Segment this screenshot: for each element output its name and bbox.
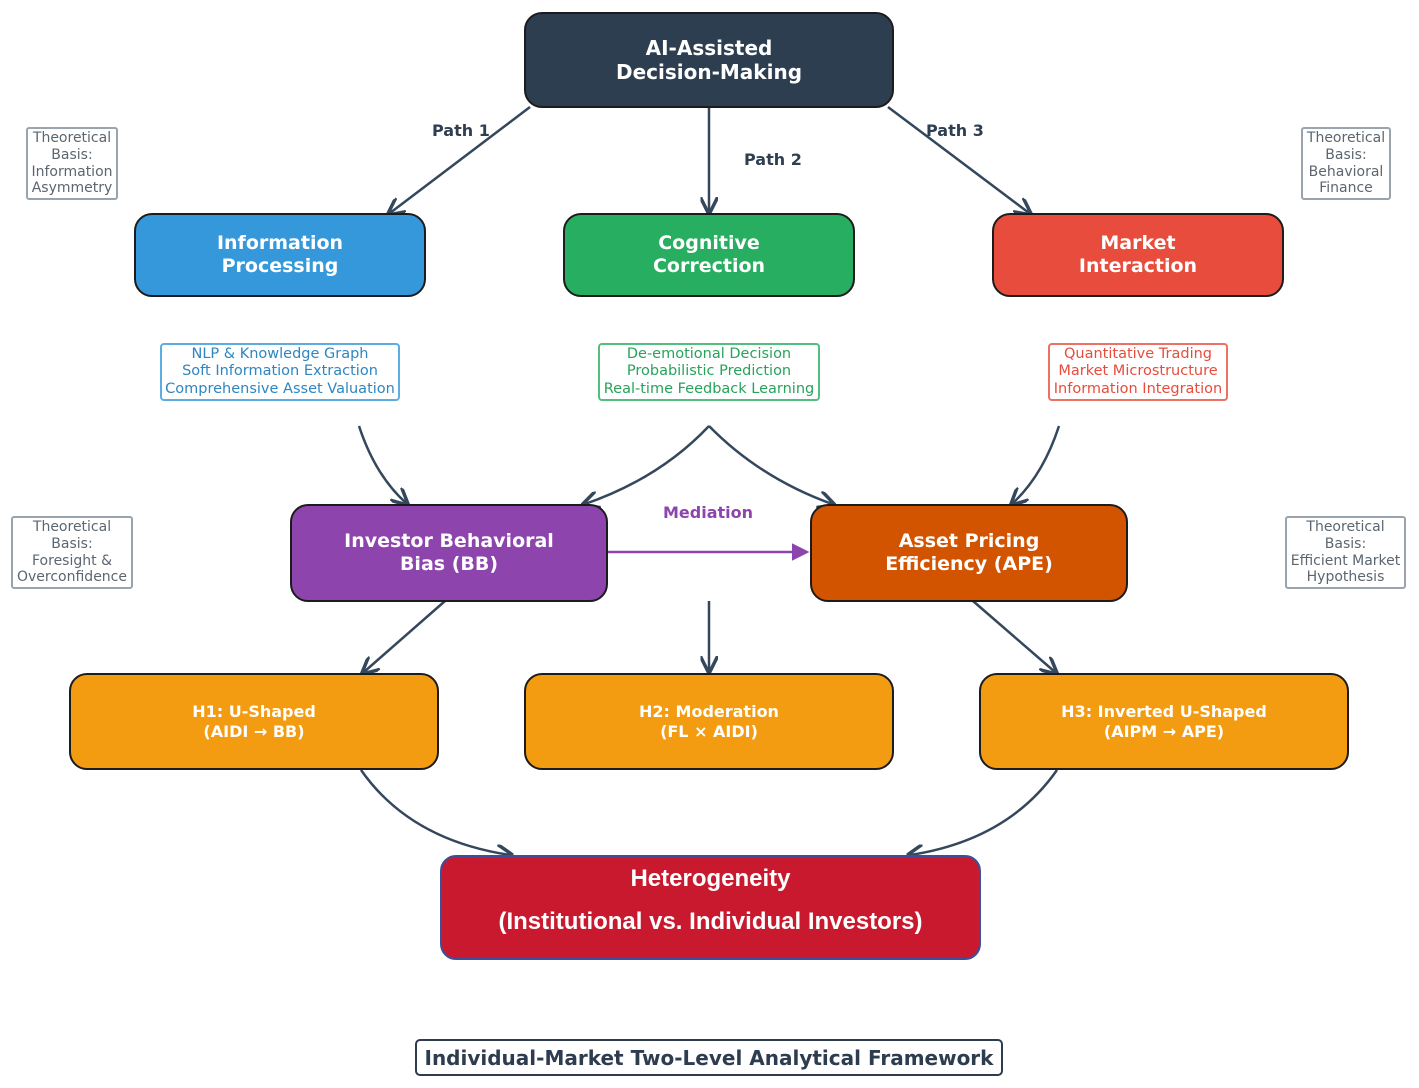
theory-text: Asymmetry <box>31 180 113 197</box>
cognitive-line2: Correction <box>652 255 766 277</box>
framework-title: Individual-Market Two-Level Analytical F… <box>415 1039 1003 1076</box>
arrow-cognitive-to-bias <box>585 425 710 504</box>
cognitive-details-box: De-emotional Decision Probabilistic Pred… <box>598 343 820 401</box>
arrow-h3-to-heterogeneity <box>910 769 1059 855</box>
heterogeneity-title: Heterogeneity <box>630 865 791 892</box>
theory-behavioral-finance: Theoretical Basis: Behavioral Finance <box>1301 127 1391 200</box>
theory-text: Basis: <box>1325 146 1367 163</box>
arrow-bias-to-h1 <box>364 600 446 672</box>
info-line1: Information <box>216 232 344 255</box>
theory-info-asymmetry: Theoretical Basis: Information Asymmetry <box>26 127 118 200</box>
top-node-ai-decision: AI-Assisted Decision-Making <box>524 12 894 108</box>
arrow-path-1 <box>390 106 531 213</box>
detail-item: Quantitative Trading <box>1064 346 1212 363</box>
path-1-label: Path 1 <box>432 121 490 140</box>
hypothesis-h1-node: H1: U-Shaped (AIDI → BB) <box>69 673 439 770</box>
top-node-line1: AI-Assisted <box>645 36 773 60</box>
theory-emh: Theoretical Basis: Efficient Market Hypo… <box>1285 516 1406 589</box>
theory-text: Theoretical <box>1306 519 1385 536</box>
info-processing-node: Information Processing <box>134 213 426 297</box>
ape-line1: Asset Pricing <box>898 530 1040 553</box>
theory-text: Hypothesis <box>1306 569 1385 586</box>
detail-item: Information Integration <box>1053 380 1223 397</box>
top-node-line2: Decision-Making <box>615 60 803 84</box>
h2-line1: H2: Moderation <box>639 702 779 722</box>
cognitive-correction-node: Cognitive Correction <box>563 213 855 297</box>
h3-line1: H3: Inverted U-Shaped <box>1061 702 1267 722</box>
arrow-path-3 <box>887 106 1029 213</box>
detail-item: De-emotional Decision <box>626 346 792 363</box>
theory-text: Theoretical <box>32 519 112 536</box>
detail-item: Probabilistic Prediction <box>626 363 792 380</box>
theory-text: Basis: <box>51 535 93 552</box>
h3-line2: (AIPM → APE) <box>1103 721 1225 741</box>
theory-text: Efficient Market <box>1290 552 1401 569</box>
market-details-box: Quantitative Trading Market Microstructu… <box>1048 343 1228 401</box>
theory-text: Theoretical <box>32 130 112 147</box>
theory-text: Theoretical <box>1306 130 1386 147</box>
heterogeneity-node: Heterogeneity (Institutional vs. Individ… <box>440 855 981 960</box>
market-line2: Interaction <box>1078 255 1198 277</box>
path-3-label: Path 3 <box>926 121 984 140</box>
path-2-label: Path 2 <box>744 150 802 169</box>
hypothesis-h3-node: H3: Inverted U-Shaped (AIPM → APE) <box>979 673 1349 770</box>
asset-pricing-efficiency-node: Asset Pricing Efficiency (APE) <box>810 504 1128 602</box>
detail-item: Market Microstructure <box>1058 363 1218 380</box>
ape-line2: Efficiency (APE) <box>885 553 1053 575</box>
theory-foresight: Theoretical Basis: Foresight & Overconfi… <box>11 516 133 589</box>
arrow-info-to-bias <box>357 425 406 503</box>
arrow-h1-to-heterogeneity <box>359 769 510 855</box>
cognitive-line1: Cognitive <box>658 232 760 255</box>
bias-line2: Bias (BB) <box>399 553 499 575</box>
info-details-box: NLP & Knowledge Graph Soft Information E… <box>160 343 400 401</box>
theory-text: Information <box>31 163 113 180</box>
detail-item: Soft Information Extraction <box>182 363 378 380</box>
theory-text: Behavioral <box>1308 163 1384 180</box>
theory-text: Finance <box>1319 180 1373 197</box>
h1-line1: H1: U-Shaped <box>192 702 316 722</box>
theory-text: Basis: <box>51 146 93 163</box>
arrow-ape-to-h3 <box>972 600 1055 672</box>
theory-text: Overconfidence <box>16 569 127 586</box>
detail-item: Real-time Feedback Learning <box>603 380 815 397</box>
detail-item: NLP & Knowledge Graph <box>191 346 369 363</box>
h2-line2: (FL × AIDI) <box>660 721 758 741</box>
behavioral-bias-node: Investor Behavioral Bias (BB) <box>290 504 608 602</box>
arrow-cognitive-to-ape <box>708 425 832 504</box>
hypothesis-h2-node: H2: Moderation (FL × AIDI) <box>524 673 894 770</box>
mediation-label: Mediation <box>663 503 754 522</box>
heterogeneity-subtitle: (Institutional vs. Individual Investors) <box>498 908 923 935</box>
arrow-market-to-ape <box>1013 425 1061 503</box>
market-interaction-node: Market Interaction <box>992 213 1284 297</box>
detail-item: Comprehensive Asset Valuation <box>165 380 395 397</box>
bias-line1: Investor Behavioral <box>344 530 554 553</box>
h1-line2: (AIDI → BB) <box>203 721 305 741</box>
market-line1: Market <box>1100 232 1176 255</box>
theory-text: Foresight & <box>32 552 112 569</box>
theory-text: Basis: <box>1324 535 1367 552</box>
info-line2: Processing <box>221 255 339 277</box>
